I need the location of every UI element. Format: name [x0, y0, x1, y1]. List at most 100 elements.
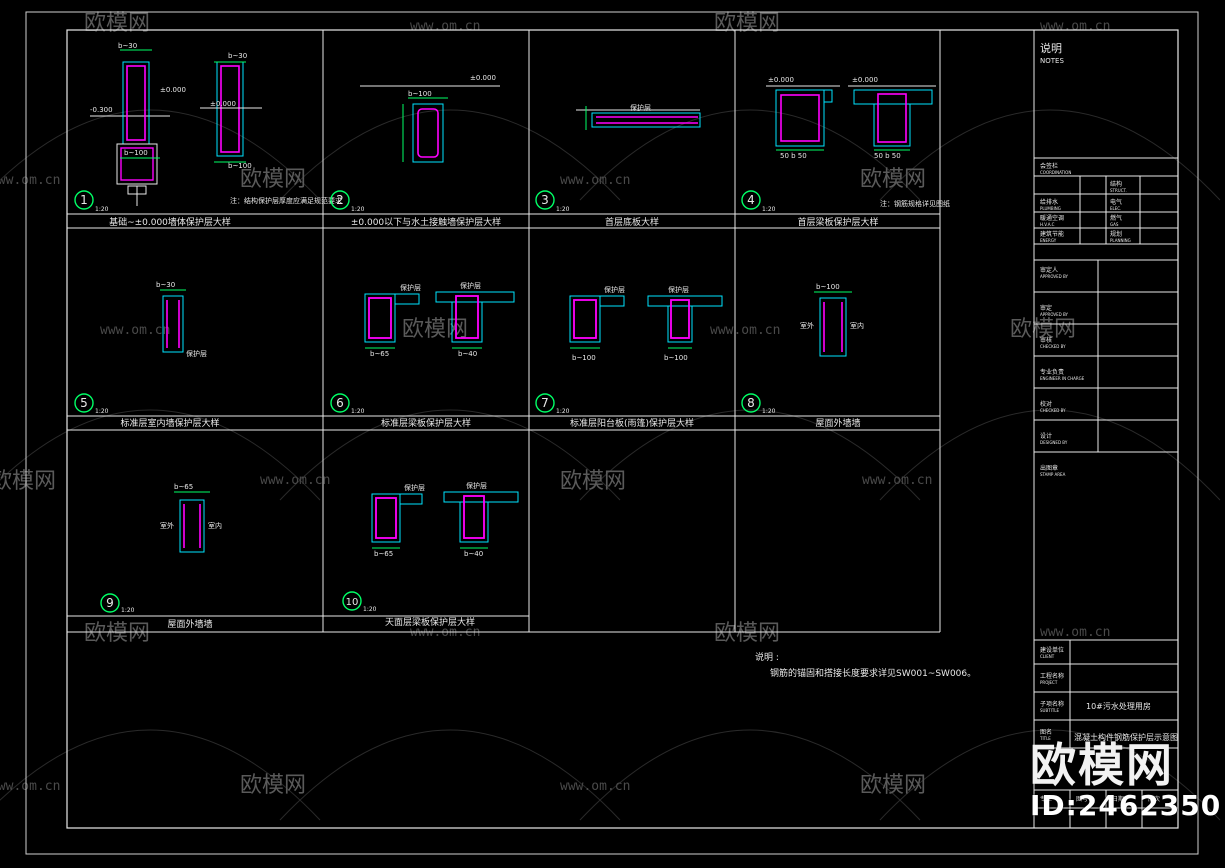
detail-caption: 基础~±0.000墙体保护层大样 — [109, 216, 231, 228]
protect-label: 保护层 — [400, 283, 421, 292]
detail-7-drawing: b~100 b~100 保护层 保护层 — [569, 285, 723, 362]
protect-label: 保护层 — [466, 481, 487, 490]
row-label-en: CHECKED BY — [1040, 344, 1066, 349]
row-label-en: APPROVED BY — [1040, 312, 1069, 317]
watermark-brand: 欧模网 — [84, 621, 150, 646]
row-label-en: PLANNING — [1110, 238, 1131, 243]
dim-label: b~30 — [228, 52, 247, 60]
level-label: ±0.000 — [768, 76, 794, 84]
dim-label: b~40 — [458, 350, 477, 358]
detail-caption: 标准层室内墙保护层大样 — [120, 417, 219, 429]
protect-label: 保护层 — [460, 281, 481, 290]
detail-scale: 1:20 — [121, 607, 135, 614]
dim-label: b~65 — [374, 550, 393, 558]
row-label-en: STAMP AREA — [1040, 472, 1066, 477]
protect-label: 保护层 — [186, 349, 207, 358]
dim-label: b~30 — [118, 42, 137, 50]
detail-number: 10 — [346, 597, 359, 608]
outside-label: 室外 — [160, 521, 174, 530]
row-label-cn: 燃气 — [1110, 214, 1122, 222]
detail-5-drawing: b~30 保护层 — [156, 281, 207, 358]
row-label-cn: 专业负责 — [1040, 368, 1064, 376]
dim-label: b~100 — [408, 90, 432, 98]
detail-markers — [74, 190, 761, 613]
detail-number: 6 — [336, 396, 344, 410]
watermark-brand: 欧模网 — [0, 469, 56, 494]
row-label-en: COORDINATION — [1040, 170, 1071, 175]
dim-label: b~65 — [174, 483, 193, 491]
row-label-cn: 出图章 — [1040, 464, 1058, 472]
drawing-frame — [66, 29, 1179, 829]
row-label-cn: 会签栏 — [1040, 162, 1058, 170]
drawing-title: 混凝土构件钢筋保护层示意图 — [1074, 732, 1178, 742]
detail-caption: ±0.000以下与水土接触墙保护层大样 — [351, 216, 501, 228]
general-notes: 说明 : 钢筋的锚固和搭接长度要求详见SW001~SW006。 — [755, 651, 976, 679]
dim-label: b~100 — [228, 162, 252, 170]
detail-scale: 1:20 — [556, 408, 570, 415]
watermark-layer: 欧模网 欧模网 www.om.cn www.om.cn www.om.cn 欧模… — [0, 11, 1110, 798]
detail-caption: 天面层梁板保护层大样 — [385, 616, 475, 628]
detail-scale: 1:20 — [351, 206, 365, 213]
dim-label: b~100 — [124, 149, 148, 157]
watermark-url: www.om.cn — [862, 473, 932, 488]
dim-label: b~30 — [156, 281, 175, 289]
detail-number: 5 — [80, 396, 88, 410]
watermark-url: www.om.cn — [560, 779, 630, 794]
row-label-cn: 建筑节能 — [1040, 230, 1064, 238]
footer-label: 专业 — [1040, 795, 1052, 803]
watermark-brand: 欧模网 — [860, 773, 926, 798]
detail-2-drawing: ±0.000 b~100 — [360, 74, 500, 163]
watermark-brand: 欧模网 — [240, 167, 306, 192]
detail-number: 1 — [80, 193, 88, 207]
protect-label: 保护层 — [668, 285, 689, 294]
row-label-cn: 给排水 — [1040, 198, 1058, 206]
row-label-en: ELEC. — [1110, 206, 1121, 211]
outer-border — [25, 11, 1199, 855]
detail-caption: 屋面外墙墙 — [815, 417, 860, 429]
detail-4-drawing: ±0.000 ±0.000 50 b 50 50 b 50 注：钢筋规格详见图纸 — [766, 76, 950, 208]
row-label-cn: 审核 — [1040, 336, 1052, 344]
detail-1-drawing: b~30 -0.300 ±0.000 ±0.000 b~100 b~30 b~1… — [90, 42, 342, 206]
watermark-brand: 欧模网 — [1010, 317, 1076, 342]
watermark-url: www.om.cn — [560, 173, 630, 188]
footer-label: 图号 — [1076, 796, 1088, 803]
footer-label: 版次 — [1148, 795, 1160, 803]
footer-label: 日期 — [1112, 795, 1124, 803]
detail-scales: 1:20 1:20 1:20 1:20 1:20 1:20 1:20 1:20 … — [95, 206, 776, 614]
detail-grid — [67, 30, 941, 633]
dim-label: b~100 — [816, 283, 840, 291]
detail-caption: 屋面外墙墙 — [167, 618, 212, 630]
watermark-brand: 欧模网 — [560, 469, 626, 494]
level-label: ±0.000 — [852, 76, 878, 84]
detail-number: 8 — [747, 396, 755, 410]
subitem-label-cn: 子项名称 — [1040, 700, 1064, 708]
protect-label: 保护层 — [604, 285, 625, 294]
detail-scale: 1:20 — [556, 206, 570, 213]
note-label: 注：结构保护层厚度应满足规范要求 — [230, 196, 342, 205]
project-label-cn: 工程名称 — [1040, 672, 1064, 680]
client-label-cn: 建设单位 — [1040, 646, 1064, 654]
watermark-url: www.om.cn — [260, 473, 330, 488]
protect-label: 保护层 — [630, 103, 651, 112]
row-label-en: STRUCT. — [1110, 188, 1127, 193]
detail-8-drawing: b~100 室外 室内 — [800, 283, 864, 357]
detail-10-drawing: b~65 b~40 保护层 保护层 — [371, 481, 519, 558]
row-label-cn: 暖通空调 — [1040, 214, 1064, 222]
dim-label: b~65 — [370, 350, 389, 358]
detail-captions: 基础~±0.000墙体保护层大样 ±0.000以下与水土接触墙保护层大样 首层底… — [109, 216, 878, 630]
watermark-pattern — [0, 109, 1221, 821]
detail-number: 4 — [747, 193, 755, 207]
notes-line-1: 钢筋的锚固和搭接长度要求详见SW001~SW006。 — [770, 667, 976, 679]
row-label-en: DESIGNED BY — [1040, 440, 1068, 445]
protect-label: 保护层 — [404, 483, 425, 492]
detail-9-drawing: b~65 室外 室内 — [160, 483, 222, 553]
watermark-url: www.om.cn — [710, 323, 780, 338]
notes-heading-cn: 说明 — [1040, 41, 1062, 55]
watermark-brand: 欧模网 — [84, 11, 150, 36]
detail-scale: 1:20 — [95, 408, 109, 415]
project-label-en: PROJECT — [1040, 680, 1058, 685]
dim-label: b~100 — [572, 354, 596, 362]
detail-6-drawing: b~65 b~40 保护层 保护层 — [364, 281, 515, 358]
row-label-en: APPROVED BY — [1040, 274, 1069, 279]
